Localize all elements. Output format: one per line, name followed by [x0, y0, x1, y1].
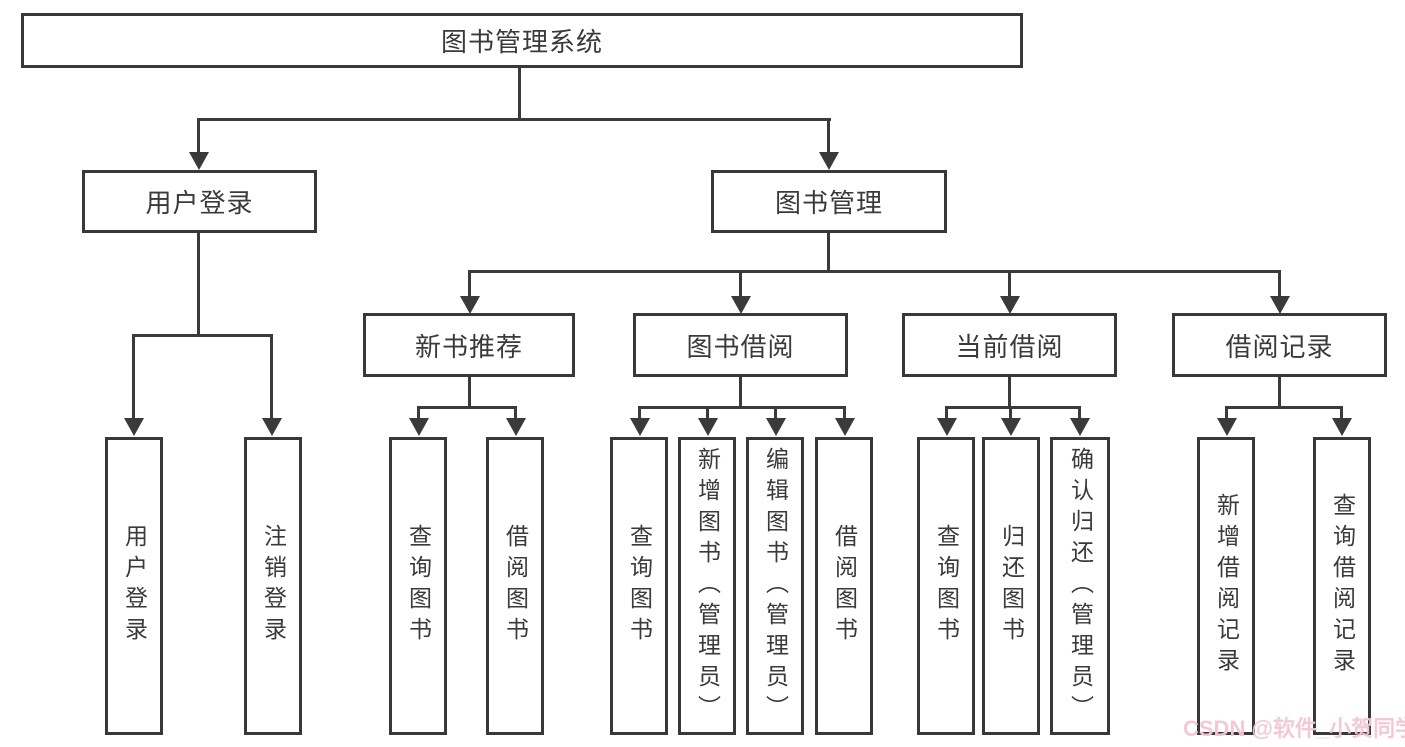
connector-line — [638, 406, 641, 419]
node-leaf-query-book-borrow: 查询图书 — [610, 437, 668, 735]
connector-line — [1278, 270, 1281, 298]
connector-line — [827, 233, 830, 272]
arrow-head — [766, 418, 786, 436]
node-library-management-system: 图书管理系统 — [21, 13, 1023, 68]
connector-line — [638, 406, 846, 409]
arrow-head — [1217, 418, 1237, 436]
arrow-head — [1270, 296, 1290, 314]
node-current-borrow: 当前借阅 — [902, 313, 1117, 377]
connector-line — [739, 377, 742, 408]
node-label: 图书管理系统 — [440, 27, 603, 57]
node-label: 确认归还（管理员） — [1067, 446, 1094, 726]
connector-line — [1225, 406, 1343, 409]
connector-line — [945, 406, 948, 419]
connector-line — [468, 377, 471, 408]
node-label: 编辑图书（管理员） — [762, 446, 789, 726]
node-leaf-query-book-recommend: 查询图书 — [389, 437, 447, 735]
arrow-head — [819, 152, 839, 170]
node-leaf-return-book: 归还图书 — [982, 437, 1040, 735]
node-label: 查询图书 — [626, 524, 653, 648]
connector-line — [468, 270, 471, 298]
node-label: 图书借阅 — [686, 331, 795, 362]
arrow-head — [409, 418, 429, 436]
node-leaf-query-book-current: 查询图书 — [917, 437, 975, 735]
connector-line — [1225, 406, 1228, 419]
node-label: 借阅图书 — [831, 524, 858, 648]
node-leaf-borrow-book: 借阅图书 — [815, 437, 873, 735]
connector-line — [1008, 270, 1011, 298]
connector-line — [1340, 406, 1343, 419]
connector-line — [518, 66, 521, 120]
node-label: 新增借阅记录 — [1213, 493, 1240, 679]
node-leaf-logout: 注销登录 — [244, 437, 302, 735]
arrow-head — [937, 418, 957, 436]
connector-line — [1278, 377, 1281, 408]
arrow-head — [460, 296, 480, 314]
node-label: 归还图书 — [998, 524, 1025, 648]
node-label: 查询图书 — [405, 524, 432, 648]
connector-line — [1009, 406, 1012, 419]
connector-line — [417, 406, 420, 419]
connector-line — [827, 118, 830, 154]
node-leaf-borrow-book-recommend: 借阅图书 — [486, 437, 544, 735]
arrow-head — [1332, 418, 1352, 436]
node-label: 新书推荐 — [414, 331, 523, 362]
connector-line — [739, 270, 742, 298]
connector-line — [514, 406, 517, 419]
node-label: 用户登录 — [145, 188, 254, 218]
arrow-head — [1000, 296, 1020, 314]
node-label: 借阅图书 — [502, 524, 529, 648]
arrow-head — [630, 418, 650, 436]
arrow-head — [1070, 418, 1090, 436]
node-label: 查询借阅记录 — [1329, 493, 1356, 679]
node-book-borrow: 图书借阅 — [633, 313, 848, 377]
connector-line — [468, 270, 1281, 273]
node-label: 图书管理 — [774, 188, 883, 218]
connector-line — [417, 406, 517, 409]
connector-line — [1078, 406, 1081, 419]
csdn-watermark: CSDN @软件_小贺同学 — [1183, 716, 1405, 741]
node-borrow-record: 借阅记录 — [1172, 313, 1387, 377]
arrow-head — [506, 418, 526, 436]
node-label: 借阅记录 — [1225, 331, 1334, 362]
node-leaf-edit-book-admin: 编辑图书（管理员） — [746, 437, 804, 735]
arrow-head — [1001, 418, 1021, 436]
connector-line — [197, 233, 200, 336]
node-label: 注销登录 — [260, 524, 287, 648]
node-book-management: 图书管理 — [711, 170, 947, 233]
arrow-head — [731, 296, 751, 314]
node-leaf-confirm-return-admin: 确认归还（管理员） — [1050, 437, 1110, 735]
connector-line — [706, 406, 709, 419]
node-label: 当前借阅 — [955, 331, 1064, 362]
arrow-head — [835, 418, 855, 436]
connector-line — [945, 406, 1081, 409]
arrow-head — [262, 418, 282, 436]
connector-line — [132, 334, 135, 419]
node-leaf-add-borrow-record: 新增借阅记录 — [1197, 437, 1255, 735]
connector-line — [1008, 377, 1011, 408]
connector-line — [843, 406, 846, 419]
arrow-head — [189, 152, 209, 170]
connector-line — [774, 406, 777, 419]
node-leaf-add-book-admin: 新增图书（管理员） — [678, 437, 736, 735]
node-label: 用户登录 — [121, 524, 148, 648]
node-user-login: 用户登录 — [82, 170, 317, 233]
connector-line — [197, 118, 831, 121]
connector-line — [132, 334, 273, 337]
node-label: 查询图书 — [933, 524, 960, 648]
connector-line — [270, 334, 273, 419]
connector-line — [197, 118, 200, 154]
node-leaf-user-login: 用户登录 — [105, 437, 163, 735]
node-new-book-recommend: 新书推荐 — [363, 313, 575, 377]
node-leaf-query-borrow-record: 查询借阅记录 — [1313, 437, 1371, 735]
node-label: 新增图书（管理员） — [694, 446, 721, 726]
arrow-head — [124, 418, 144, 436]
arrow-head — [698, 418, 718, 436]
